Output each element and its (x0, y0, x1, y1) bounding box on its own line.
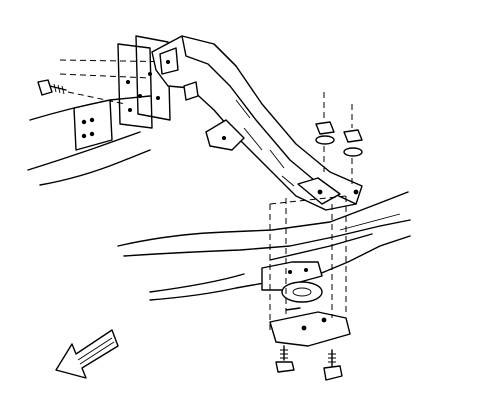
nut-icon (315, 121, 335, 145)
bolt-icon (323, 349, 343, 381)
front-direction-arrow-icon (55, 329, 119, 379)
crossmember-bracket (151, 35, 363, 211)
mounting-plate-lower (269, 307, 351, 347)
mounting-plate-left (117, 43, 153, 129)
mounting-plate-right (135, 35, 171, 121)
transmission-mount (261, 261, 323, 303)
nut-icon (343, 129, 363, 157)
bolt-icon (37, 79, 67, 96)
lower-frame-rail (117, 191, 411, 301)
bolt-icon (275, 345, 295, 373)
